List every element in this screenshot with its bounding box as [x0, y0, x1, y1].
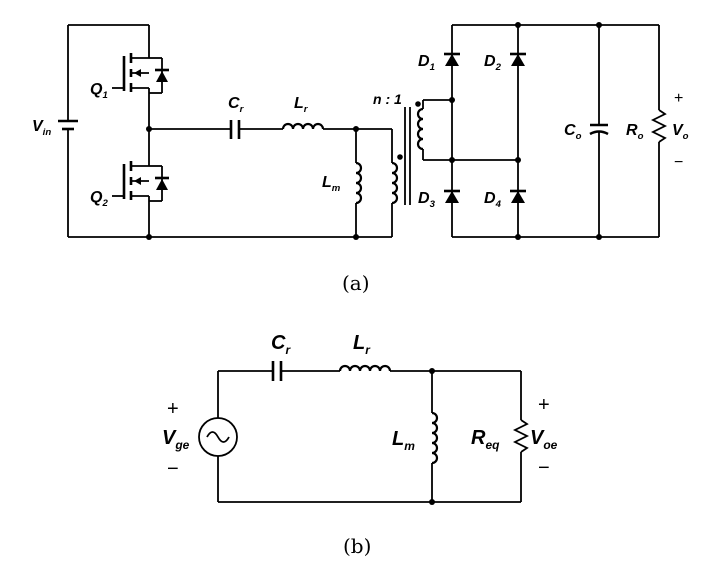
q1-label: Q1	[90, 81, 108, 101]
lr-inductor-b	[338, 364, 521, 372]
d4-label: D4	[484, 190, 502, 210]
transformer	[356, 99, 452, 238]
cr-capacitor-b	[271, 361, 340, 381]
cr-label-a: Cr	[228, 95, 245, 115]
vin-label: Vin	[32, 118, 51, 138]
caption-b: (b)	[343, 534, 371, 558]
vo-label: Vo	[672, 122, 689, 142]
ro-label: Ro	[626, 122, 644, 142]
vin-source	[58, 24, 149, 238]
vge-label: Vge	[162, 427, 190, 452]
cr-label-b: Cr	[271, 332, 291, 357]
q2-label: Q2	[90, 189, 108, 209]
req-label: Req	[471, 427, 500, 452]
voe-plus-sign: +	[538, 394, 550, 416]
caption-a: (a)	[342, 271, 370, 295]
vo-plus-sign: +	[674, 90, 683, 107]
lr-label-b: Lr	[353, 332, 371, 357]
d2-label: D2	[484, 53, 502, 73]
voe-minus-sign: −	[538, 457, 550, 479]
circuit-b: Cr Lr Lm Vge + − Req Voe + − (b)	[162, 332, 558, 558]
co-capacitor	[589, 22, 609, 240]
lm-label-b: Lm	[392, 428, 415, 453]
vge-minus-sign: −	[167, 458, 179, 480]
vo-minus-sign: −	[674, 154, 683, 171]
vge-plus-sign: +	[167, 398, 179, 420]
lm-inductor-b	[431, 371, 439, 502]
q2-mosfet	[112, 129, 169, 237]
lm-label-a: Lm	[322, 174, 341, 194]
circuit-a: Vin Q1 Q2 Cr Lr Lm n : 1 D1 D2 D3 D4 Co …	[32, 22, 689, 295]
d1-label: D1	[418, 53, 435, 73]
lr-label-a: Lr	[294, 95, 309, 115]
cr-capacitor-a	[149, 120, 283, 139]
q1-mosfet	[112, 25, 169, 129]
turns-ratio-label: n : 1	[373, 91, 402, 107]
lr-inductor-a	[281, 122, 356, 130]
vge-ac-source	[198, 371, 238, 502]
diode-bridge	[444, 22, 659, 240]
ro-resistor	[650, 25, 668, 237]
lm-inductor-a	[355, 129, 363, 237]
req-resistor	[512, 371, 530, 502]
d3-label: D3	[418, 190, 436, 210]
voe-label: Voe	[530, 427, 558, 452]
co-label: Co	[564, 122, 582, 142]
